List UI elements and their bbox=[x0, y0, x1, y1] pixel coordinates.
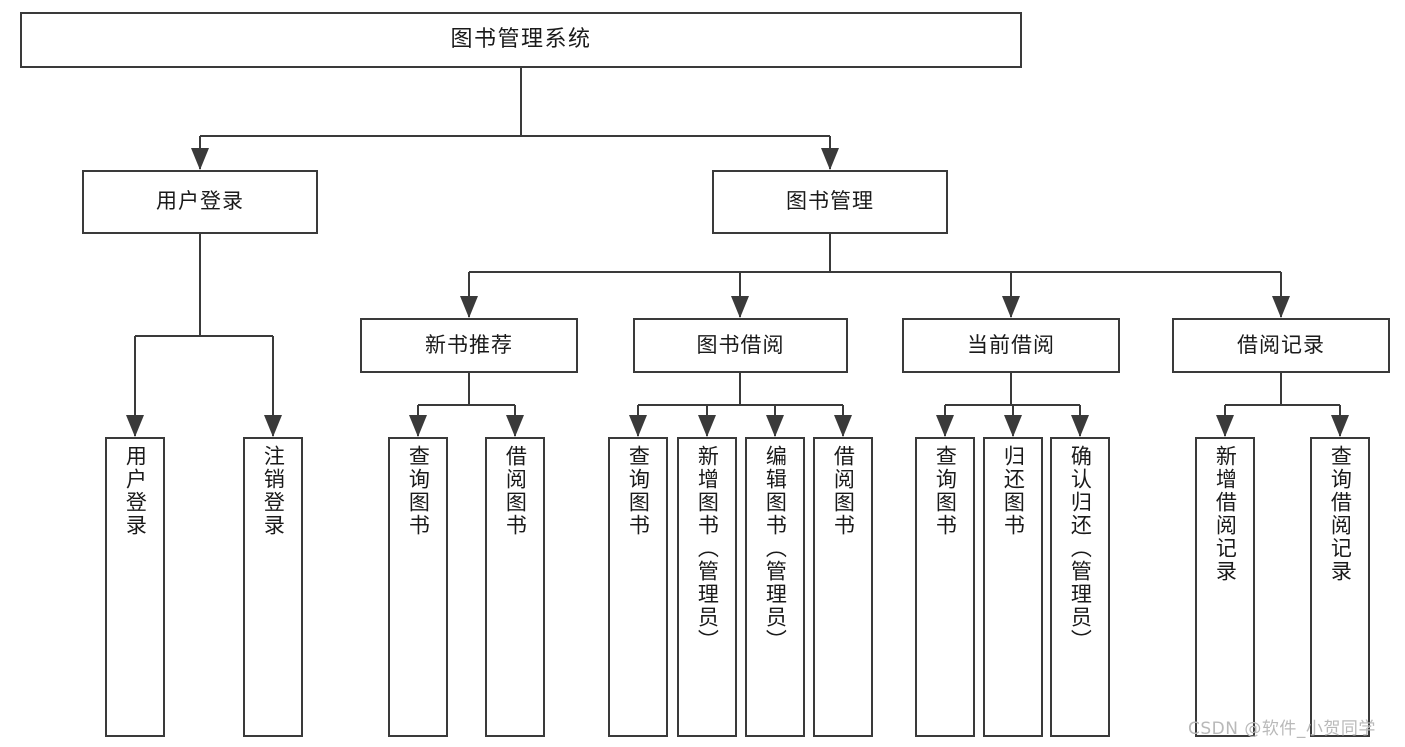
leaf-borrow-query-book[interactable]: 查询图书 bbox=[608, 437, 668, 737]
node-book-borrow-label: 图书借阅 bbox=[696, 332, 785, 357]
node-book-borrow[interactable]: 图书借阅 bbox=[633, 318, 848, 373]
leaf-recommend-borrow-book-label: 借阅图书 bbox=[503, 445, 528, 537]
leaf-user-login[interactable]: 用户登录 bbox=[105, 437, 165, 737]
node-current-borrow-label: 当前借阅 bbox=[967, 332, 1055, 357]
leaf-user-login-label: 用户登录 bbox=[123, 445, 148, 537]
leaf-borrow-add-book-label: 新增图书（管理员） bbox=[695, 445, 720, 652]
node-current-borrow[interactable]: 当前借阅 bbox=[902, 318, 1120, 373]
leaf-borrow-edit-book-label: 编辑图书（管理员） bbox=[763, 445, 788, 652]
leaf-borrow-edit-book[interactable]: 编辑图书（管理员） bbox=[745, 437, 805, 737]
node-new-book-recommend[interactable]: 新书推荐 bbox=[360, 318, 578, 373]
node-book-management-label: 图书管理 bbox=[786, 189, 874, 214]
leaf-current-query-book-label: 查询图书 bbox=[933, 445, 958, 537]
leaf-logout[interactable]: 注销登录 bbox=[243, 437, 303, 737]
leaf-current-return-book-label: 归还图书 bbox=[1001, 445, 1026, 537]
leaf-recommend-query-book-label: 查询图书 bbox=[406, 445, 431, 537]
leaf-current-confirm-return[interactable]: 确认归还（管理员） bbox=[1050, 437, 1110, 737]
node-book-management[interactable]: 图书管理 bbox=[712, 170, 948, 234]
node-root[interactable]: 图书管理系统 bbox=[20, 12, 1022, 68]
leaf-borrow-borrow-book[interactable]: 借阅图书 bbox=[813, 437, 873, 737]
csdn-watermark: CSDN @软件_小贺同学 bbox=[1188, 719, 1376, 739]
leaf-borrow-borrow-book-label: 借阅图书 bbox=[831, 445, 856, 537]
leaf-borrow-query-book-label: 查询图书 bbox=[626, 445, 651, 537]
leaf-record-query-label: 查询借阅记录 bbox=[1328, 445, 1353, 583]
leaf-logout-label: 注销登录 bbox=[261, 445, 286, 537]
node-new-book-recommend-label: 新书推荐 bbox=[425, 332, 513, 357]
leaf-record-add-label: 新增借阅记录 bbox=[1213, 445, 1238, 583]
leaf-recommend-borrow-book[interactable]: 借阅图书 bbox=[485, 437, 545, 737]
node-user-login-label: 用户登录 bbox=[156, 189, 244, 214]
node-borrow-record[interactable]: 借阅记录 bbox=[1172, 318, 1390, 373]
leaf-recommend-query-book[interactable]: 查询图书 bbox=[388, 437, 448, 737]
node-root-label: 图书管理系统 bbox=[450, 26, 592, 52]
leaf-current-confirm-return-label: 确认归还（管理员） bbox=[1068, 445, 1093, 652]
node-borrow-record-label: 借阅记录 bbox=[1237, 332, 1325, 357]
leaf-record-query[interactable]: 查询借阅记录 bbox=[1310, 437, 1370, 737]
leaf-borrow-add-book[interactable]: 新增图书（管理员） bbox=[677, 437, 737, 737]
leaf-record-add[interactable]: 新增借阅记录 bbox=[1195, 437, 1255, 737]
node-user-login[interactable]: 用户登录 bbox=[82, 170, 318, 234]
leaf-current-return-book[interactable]: 归还图书 bbox=[983, 437, 1043, 737]
leaf-current-query-book[interactable]: 查询图书 bbox=[915, 437, 975, 737]
